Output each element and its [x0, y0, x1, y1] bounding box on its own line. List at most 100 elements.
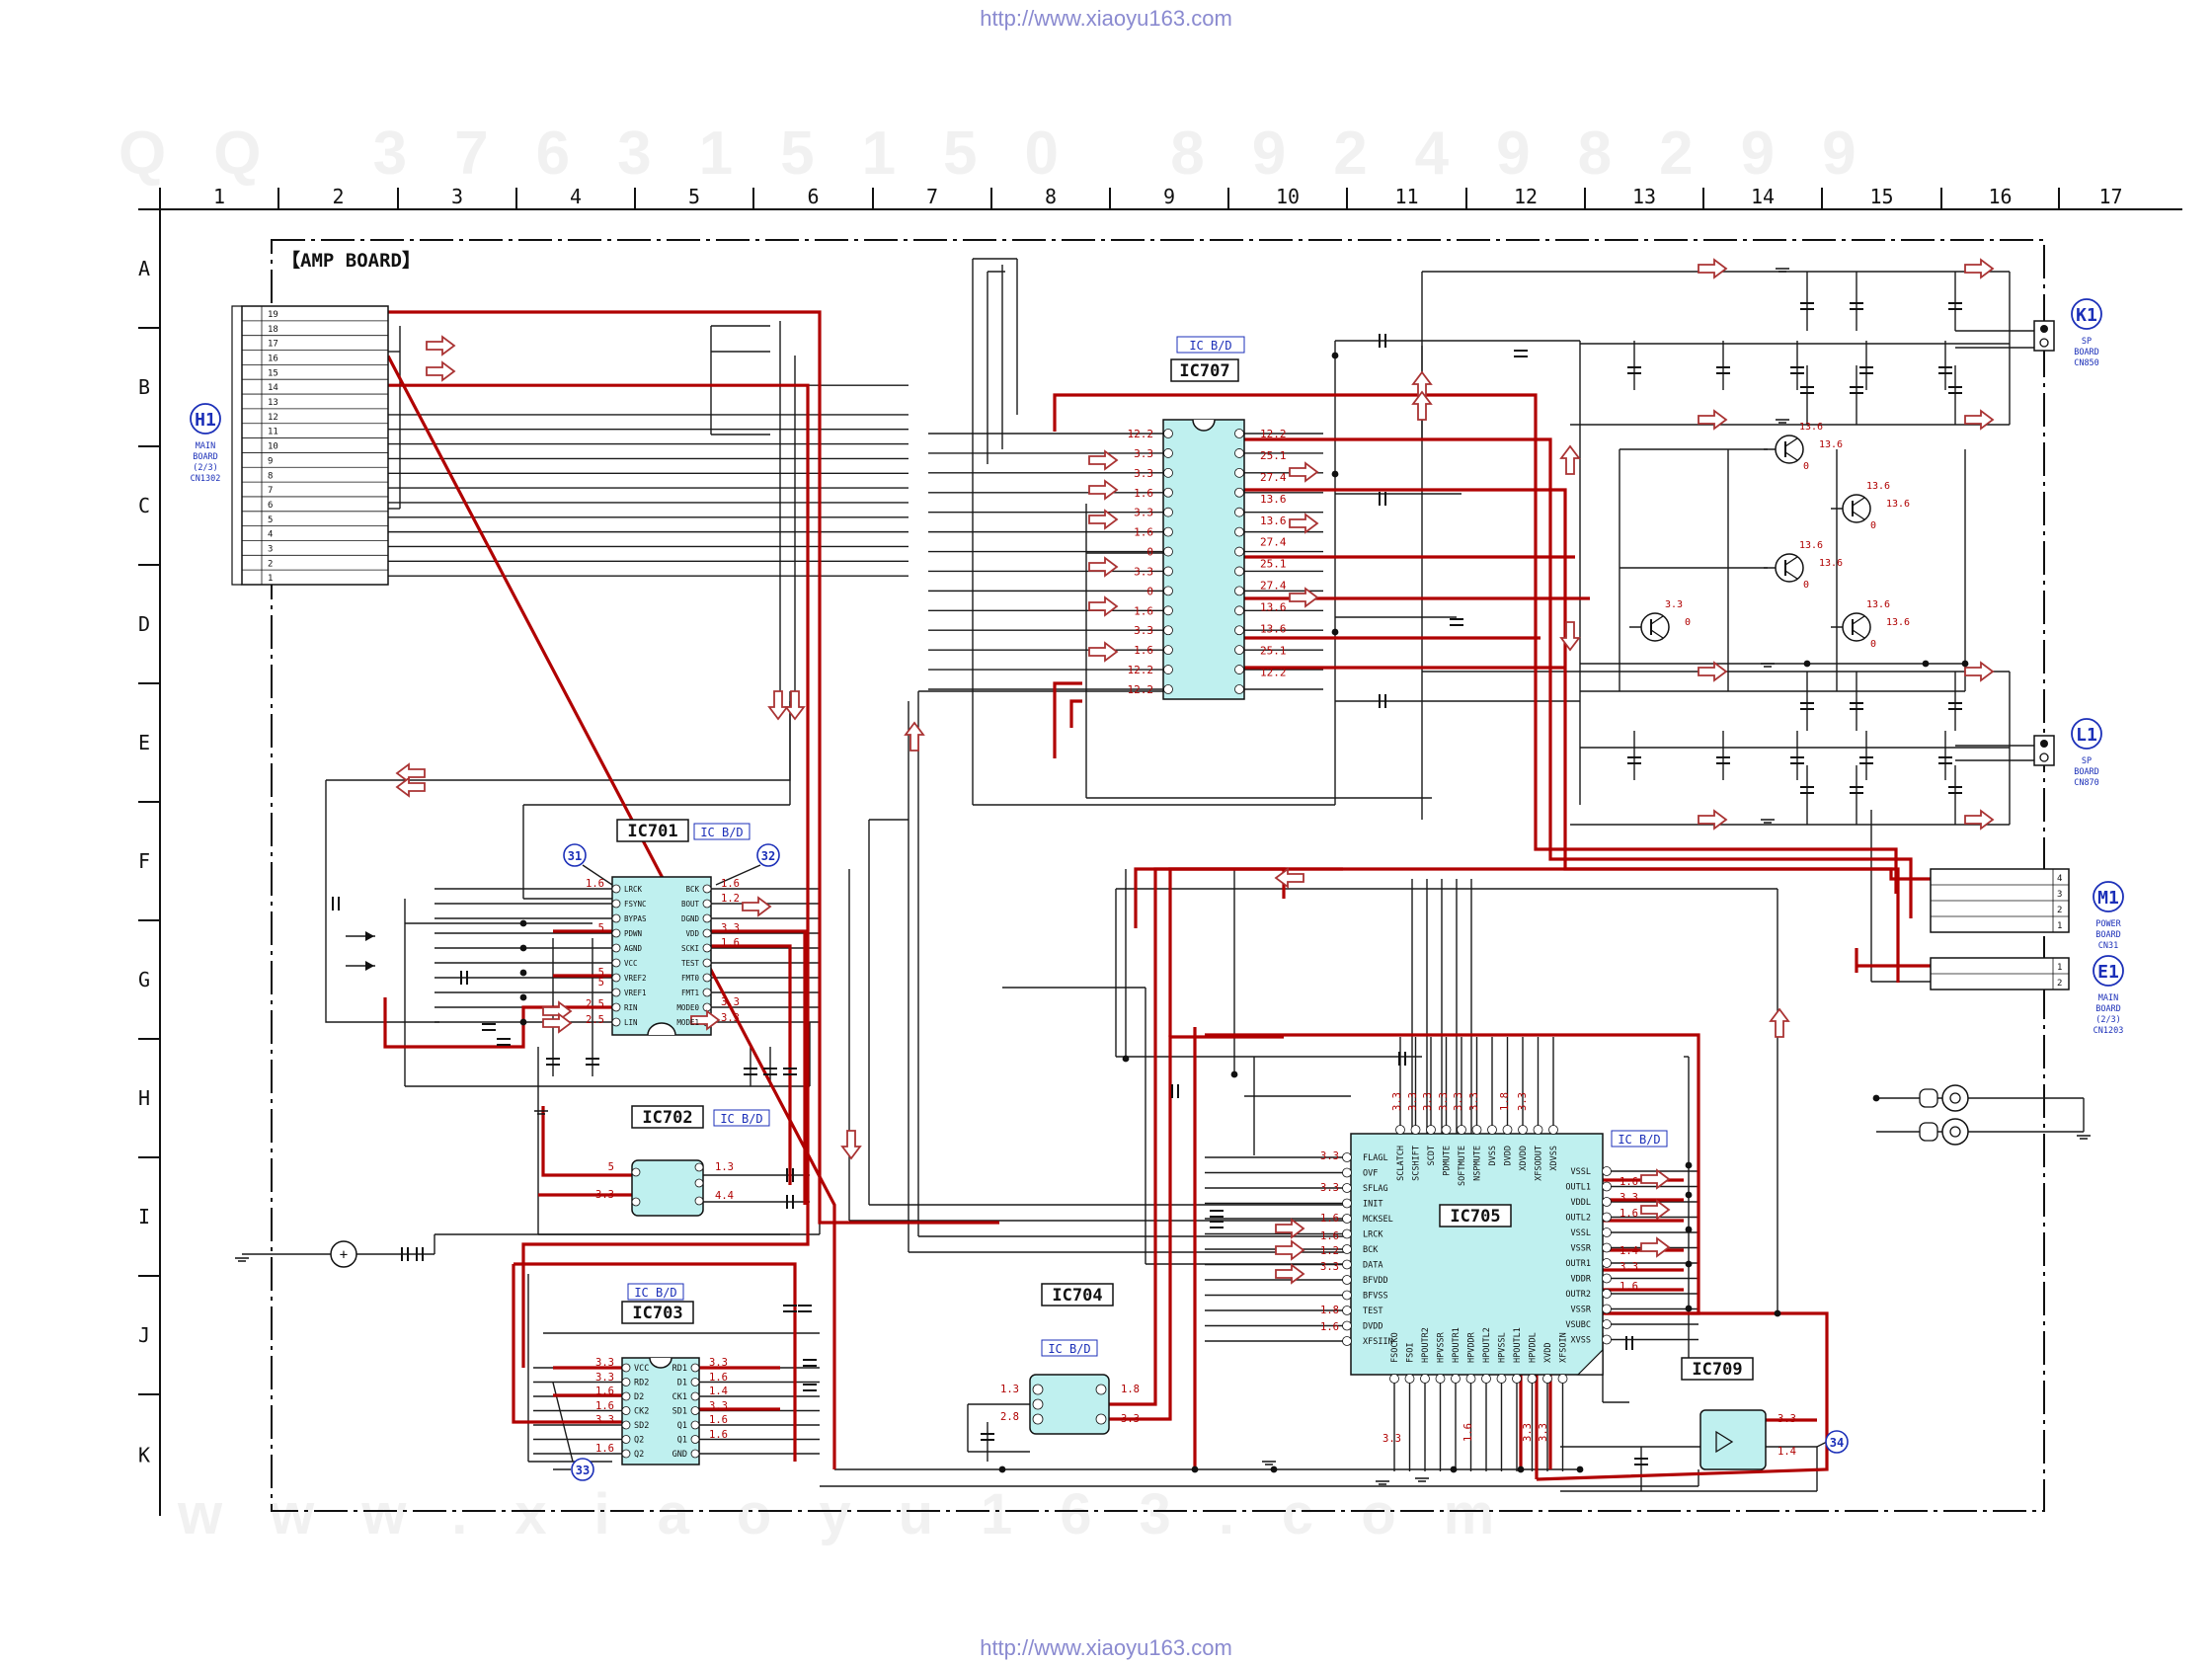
ic701-pin-label: VREF2 [624, 974, 647, 983]
q1-collector [1784, 437, 1798, 447]
ic705-pin-label: FSOI [1406, 1343, 1416, 1363]
watermark-bottom: www.xiaoyu163.com [178, 1482, 1542, 1546]
ic705-pin [1342, 1167, 1352, 1178]
ic707-voltage: 12.2 [1260, 666, 1287, 678]
ic705-pin-label: OVF [1363, 1169, 1378, 1179]
ic703-pin-label: Q2 [634, 1450, 644, 1460]
junction [1331, 470, 1339, 478]
ic707-pin [1234, 665, 1244, 674]
ic705-voltage: 1.6 [1462, 1423, 1474, 1442]
ic705-pin [1342, 1198, 1352, 1209]
ic705-pin-label: OUTL1 [1565, 1183, 1591, 1193]
ic705-pin-label: PDMUTE [1443, 1146, 1453, 1176]
signal-arrow [1088, 450, 1118, 470]
ic705-pin-label: HPOUTR2 [1421, 1327, 1431, 1363]
connector-m1-pin: 4 [2057, 874, 2062, 884]
q5-voltage: 3.3 [1665, 599, 1683, 610]
ic701-icbd-box [693, 823, 750, 840]
ic707-pin [1163, 665, 1173, 674]
ic705-pin [1342, 1214, 1352, 1224]
ic705-pin [1342, 1228, 1352, 1239]
watermark-top: QQ 376315150 892498299 [118, 119, 1904, 188]
ic707-voltage: 25.1 [1260, 449, 1287, 462]
ic705-pin [1342, 1275, 1352, 1285]
ic705-pin-label: VSSL [1571, 1228, 1591, 1238]
connector-h1-pin: 18 [268, 325, 278, 335]
ic705-pin-label: MCKSEL [1363, 1215, 1393, 1225]
ic709-voltage: 1.4 [1778, 1446, 1796, 1458]
junction [1803, 660, 1811, 668]
junction [1872, 1094, 1880, 1102]
ic701-voltage: 1.6 [721, 937, 740, 949]
signal-arrow [1964, 259, 1994, 278]
ic704-voltage: 1.8 [1121, 1384, 1140, 1395]
ic702-voltage: 4.4 [715, 1190, 734, 1202]
signal-path [1244, 437, 1913, 918]
connector-h1-ref: H1 [195, 410, 216, 431]
ic705-pin [1602, 1258, 1612, 1268]
column-number: 15 [1869, 185, 1893, 208]
ic707-pin [1234, 526, 1244, 537]
ic704-pin [1032, 1413, 1044, 1425]
diode [365, 961, 374, 971]
ic705-voltage: 1.6 [1620, 1176, 1638, 1188]
ic703-voltage: 3.3 [709, 1400, 728, 1412]
signal-path [711, 929, 807, 1205]
ic707-pin [1234, 448, 1244, 458]
grid-frame [138, 188, 2182, 1516]
ic705-pin [1487, 1125, 1497, 1135]
junction [1685, 1226, 1693, 1233]
ic701-pin [611, 1002, 621, 1012]
signal-arrow [1289, 462, 1318, 482]
ic707-pin [1163, 684, 1173, 694]
ic701-notch [647, 1022, 676, 1036]
ic707-pin [1234, 546, 1244, 557]
signal-path [1109, 1035, 1284, 1421]
q1-transistor [1775, 435, 1804, 464]
ic705-pin [1410, 1125, 1421, 1135]
ic703-pin [621, 1378, 631, 1386]
connector-h1-pin: 9 [268, 456, 273, 466]
url-bottom[interactable]: http://www.xiaoyu163.com [980, 1635, 1232, 1660]
ic707-pin [1163, 448, 1173, 458]
row-letter: C [138, 494, 150, 517]
ic703-voltage: 1.6 [595, 1400, 614, 1412]
ic705-pin [1602, 1334, 1612, 1345]
url-top[interactable]: http://www.xiaoyu163.com [980, 6, 1232, 31]
ic707-voltage: 27.4 [1260, 536, 1287, 549]
ic705-pin [1602, 1319, 1612, 1329]
ic705-pin-label: INIT [1363, 1200, 1382, 1210]
ic705-pin [1471, 1125, 1482, 1135]
ic703-voltage: 1.6 [709, 1414, 728, 1426]
ic703-pin-label: GND [672, 1450, 687, 1460]
ic701-pin [611, 913, 621, 923]
signal-path [1053, 681, 1082, 758]
ic705-voltage: 1.6 [1320, 1213, 1339, 1225]
connector-h1-pin: 10 [268, 442, 278, 452]
ic705-voltage: 1.6 [1320, 1321, 1339, 1333]
connector-h1-pin: 6 [268, 501, 273, 511]
ic701-pin-label: VCC [624, 959, 638, 968]
column-number: 6 [807, 185, 819, 208]
ic705-voltage: 3.3 [1391, 1092, 1403, 1111]
ic707-pin [1163, 586, 1173, 596]
ic701-voltage: 1.6 [721, 878, 740, 890]
waveform-33-badge [571, 1458, 594, 1481]
ic705-pin [1527, 1374, 1538, 1384]
ic702-voltage: 3.3 [595, 1189, 614, 1201]
ic705-pin [1404, 1374, 1415, 1384]
ic705-pin [1420, 1374, 1430, 1384]
ic707-pin [1234, 645, 1244, 656]
ic705-pin [1342, 1320, 1352, 1331]
ic703-pin [690, 1391, 700, 1401]
signal-arrow [1964, 410, 1994, 430]
signal-arrow [426, 336, 455, 356]
ic705-pin [1602, 1242, 1612, 1253]
signal-arrow [1088, 642, 1118, 662]
column-number: 16 [1988, 185, 2012, 208]
connector-m1-ref: M1 [2097, 888, 2119, 909]
ic707-pin [1163, 467, 1173, 478]
q3-collector [1784, 556, 1798, 566]
ic701-pin [611, 943, 621, 953]
ic705-pin-label: XVSS [1571, 1336, 1591, 1346]
